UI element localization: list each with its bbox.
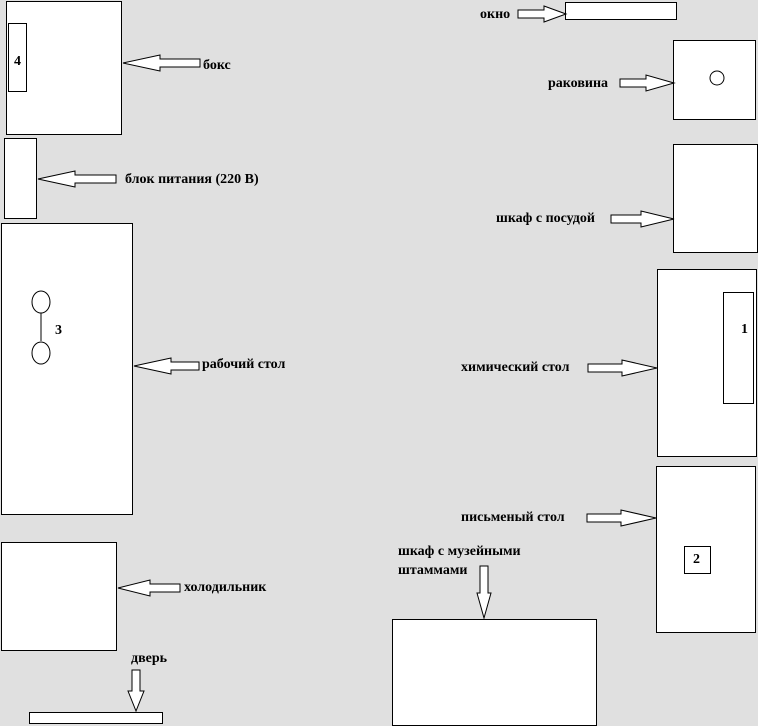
label-desk: письменый стол	[461, 510, 565, 525]
arrow-door	[127, 669, 145, 713]
arrow-box	[122, 54, 201, 72]
door	[29, 712, 163, 724]
marker-2: 2	[693, 552, 700, 567]
arrow-museum-cabinet	[476, 565, 492, 620]
work-device-bottom-icon	[31, 341, 51, 365]
label-sink: раковина	[548, 76, 609, 91]
label-work-table: рабочий стол	[202, 357, 286, 372]
power-unit	[4, 138, 37, 219]
arrow-desk	[586, 509, 657, 527]
marker-1: 1	[741, 322, 748, 337]
box-inner-device	[8, 23, 27, 92]
arrow-fridge	[117, 579, 181, 597]
label-museum-cabinet-line2: штаммами	[398, 563, 468, 578]
arrow-power	[37, 170, 117, 188]
label-window: окно	[480, 7, 511, 22]
work-table	[1, 223, 133, 515]
arrow-sink	[619, 74, 676, 92]
desk-inner-device	[684, 546, 711, 574]
arrow-chem-table	[587, 359, 658, 377]
marker-4: 4	[14, 54, 21, 69]
chem-table-inner-device	[723, 292, 754, 404]
label-door: дверь	[131, 651, 168, 666]
fridge	[1, 542, 117, 651]
label-chem-table: химический стол	[461, 360, 570, 375]
window	[565, 2, 677, 20]
label-power-unit: блок питания (220 В)	[125, 172, 259, 187]
sink-drain-icon	[709, 70, 725, 86]
arrow-window	[517, 5, 568, 23]
work-device-top-icon	[31, 290, 51, 314]
arrow-dish-cabinet	[610, 210, 675, 228]
label-museum-cabinet-line1: шкаф с музейными	[398, 544, 521, 559]
label-dish-cabinet: шкаф с посудой	[496, 211, 595, 226]
arrow-work-table	[133, 357, 200, 375]
label-box: бокс	[203, 58, 231, 73]
marker-3: 3	[55, 323, 62, 338]
label-fridge: холодильник	[184, 580, 267, 595]
